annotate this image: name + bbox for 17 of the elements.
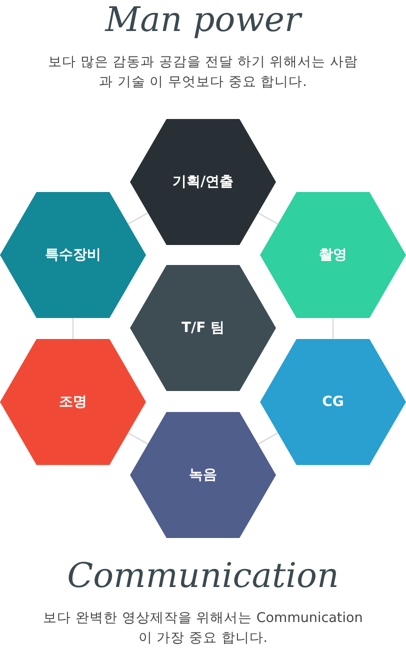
hexagon-tile: 기획/연출 (130, 119, 276, 245)
hexagon-tile: 녹음 (130, 412, 276, 538)
script-heading: Communication (66, 556, 340, 596)
description-text: 보다 완벽한 영상제작을 위해서는 Communication이 가장 중요 합니다. (43, 609, 363, 648)
hexagon-tile: 촬영 (260, 192, 406, 318)
connector-line (258, 212, 278, 225)
description-text: 보다 많은 감동과 공감을 전달 하기 위해서는 사람과 기술 이 무엇보다 중요 합니다. (46, 53, 360, 92)
hexagon-tile: 조명 (0, 339, 146, 465)
connector-line (258, 432, 278, 445)
script-heading: Man power (104, 0, 304, 40)
connector-line (332, 318, 334, 339)
hexagon-tile: T/F 팀 (130, 265, 276, 391)
hexagon-tile: 특수장비 (0, 192, 146, 318)
hexagon-tile: CG (260, 339, 406, 465)
connector-line (72, 318, 74, 339)
connector-line (128, 432, 148, 445)
connector-line (128, 212, 148, 225)
